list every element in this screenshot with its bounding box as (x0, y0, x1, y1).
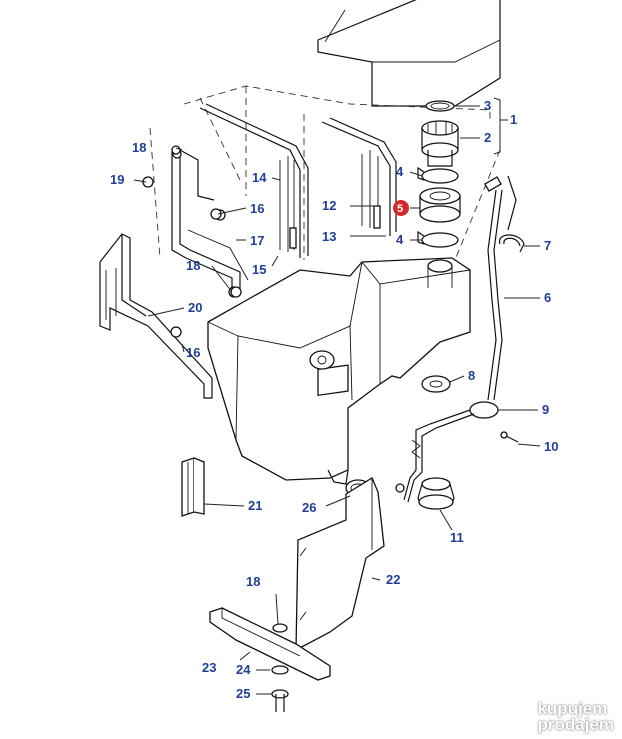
screw-10 (500, 431, 519, 443)
callout-18-bottom: 18 (246, 574, 260, 589)
callout-25: 25 (236, 686, 250, 701)
callout-1: 1 (510, 112, 517, 127)
fastener-18-top (171, 145, 181, 155)
bracket-17 (171, 149, 249, 298)
callout-24: 24 (236, 662, 251, 677)
watermark-line1: kupujem (537, 699, 608, 718)
mounting-bracket-23 (209, 607, 331, 681)
callout-11: 11 (450, 530, 464, 545)
fastener-18-mid (230, 286, 242, 298)
watermark-line2: prodajem (537, 715, 614, 734)
callout-19: 19 (110, 172, 124, 187)
callout-5: 5 (397, 203, 403, 215)
callout-26: 26 (302, 500, 316, 515)
bolt-25 (271, 689, 289, 712)
cap-11 (417, 477, 455, 510)
callout-3: 3 (484, 98, 491, 113)
callout-7: 7 (544, 238, 551, 253)
callout-12: 12 (322, 198, 336, 213)
bracket-20 (99, 233, 213, 399)
callout-22: 22 (386, 572, 400, 587)
highlight-marker (393, 200, 409, 216)
callout-labels: 1 2 3 4 4 5 6 7 8 9 10 11 12 13 14 15 16… (110, 98, 558, 701)
hose-clamp-4-upper (417, 166, 459, 184)
gasket-8 (421, 375, 451, 393)
callout-16-lower: 16 (186, 345, 200, 360)
rubber-pad-21 (181, 457, 205, 517)
callout-21: 21 (248, 498, 262, 513)
nut-24 (271, 665, 289, 675)
callout-23: 23 (202, 660, 216, 675)
fuel-tank (207, 257, 471, 485)
watermark: kupujem prodajem (537, 699, 614, 734)
strap-14 (199, 103, 309, 258)
callout-14: 14 (252, 170, 267, 185)
callout-15: 15 (252, 262, 266, 277)
callout-8: 8 (468, 368, 475, 383)
callout-18-top: 18 (132, 140, 146, 155)
callout-4-lower: 4 (396, 232, 404, 247)
wiring-harness-6 (484, 175, 517, 401)
callout-13: 13 (322, 229, 336, 244)
cable-clip-7 (499, 234, 525, 253)
filler-cap-2 (421, 120, 459, 167)
filler-neck-5 (419, 187, 461, 223)
callout-9: 9 (542, 402, 549, 417)
callout-10: 10 (544, 439, 558, 454)
hose-clamp-4-lower (417, 230, 459, 248)
callout-2: 2 (484, 130, 491, 145)
fastener-16-top (210, 208, 222, 220)
callout-17: 17 (250, 233, 264, 248)
group-bracket-1 (493, 97, 501, 155)
leader-lines (133, 105, 541, 695)
callout-4-upper: 4 (396, 164, 404, 179)
strap-12 (321, 117, 397, 236)
callout-6: 6 (544, 290, 551, 305)
callout-20: 20 (188, 300, 202, 315)
shield-plate-22 (295, 477, 385, 652)
callout-18-mid: 18 (186, 258, 200, 273)
callout-16-upper: 16 (250, 201, 264, 216)
gasket-3 (425, 100, 455, 112)
cab-outline (317, 0, 501, 107)
